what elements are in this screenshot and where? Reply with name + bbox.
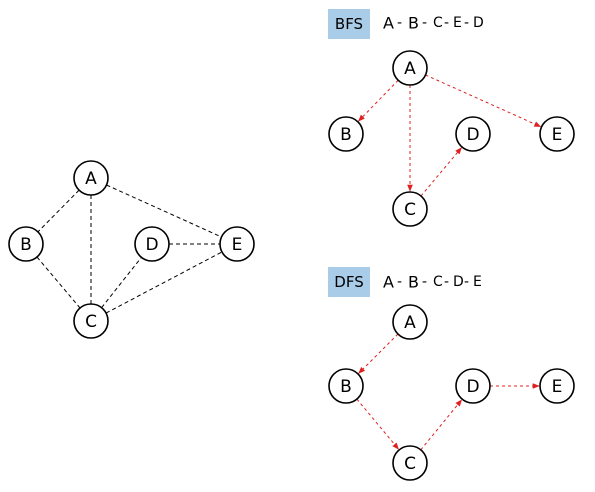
bfs-sequence-separator: - xyxy=(422,15,427,31)
graph-edges xyxy=(36,184,223,314)
dfs-node-e: E xyxy=(539,368,575,404)
graph-node-label: E xyxy=(232,235,243,255)
bfs-sequence-item: B xyxy=(408,14,419,33)
graph-edge-c-e xyxy=(105,251,223,314)
dfs-sequence-separator: - xyxy=(464,274,469,290)
graph-edge-c-d xyxy=(101,257,142,308)
dfs-sequence-separator: - xyxy=(397,274,402,290)
graph-node-label: A xyxy=(85,169,97,189)
graph-edge-a-e xyxy=(106,184,222,238)
dfs-node-label: D xyxy=(466,377,479,397)
dfs-sequence-separator: - xyxy=(444,274,449,290)
bfs-sequence-item: E xyxy=(453,15,462,31)
bfs-sequence-separator: - xyxy=(444,15,449,31)
dfs-node-label: A xyxy=(404,313,416,333)
graph-node-d: D xyxy=(134,226,170,262)
bfs-node-a: A xyxy=(392,50,428,86)
bfs-node-c: C xyxy=(392,191,428,227)
bfs-edge-a-b xyxy=(358,79,399,122)
graph-node-label: B xyxy=(20,235,32,255)
bfs-badge-label: BFS xyxy=(335,15,363,33)
dfs-edge-a-b xyxy=(358,333,399,374)
bfs-node-e: E xyxy=(539,116,575,152)
bfs-sequence-item: A xyxy=(383,14,394,33)
dfs-sequence-item: B xyxy=(408,273,419,292)
bfs-sequence: A-B-C-E-D xyxy=(383,14,484,33)
dfs-node-label: C xyxy=(404,454,416,474)
bfs-node-circle xyxy=(392,191,428,227)
graph-edge-b-c xyxy=(36,256,81,309)
dfs-sequence-separator: - xyxy=(422,274,427,290)
graph-node-circle xyxy=(134,226,170,262)
graph-node-circle xyxy=(8,226,44,262)
graph-node-circle xyxy=(73,303,109,339)
bfs-node-b: B xyxy=(328,116,364,152)
bfs-edge-a-e xyxy=(425,74,542,128)
dfs-edge-c-d xyxy=(420,399,463,451)
dfs-sequence-item: E xyxy=(473,274,482,290)
dfs-badge-label: DFS xyxy=(334,273,363,291)
bfs-node-label: D xyxy=(466,125,479,145)
graph-node-e: E xyxy=(219,226,255,262)
dfs-node-d: D xyxy=(455,368,491,404)
dfs-node-b: B xyxy=(328,368,364,404)
bfs-sequence-item: C xyxy=(433,15,443,31)
bfs-tree-nodes: A B C D E xyxy=(328,50,575,227)
bfs-node-label: A xyxy=(404,59,416,79)
dfs-sequence-item: C xyxy=(433,274,443,290)
dfs-badge xyxy=(328,267,370,297)
dfs-node-circle xyxy=(392,445,428,481)
dfs-sequence-item: A xyxy=(383,273,394,292)
bfs-node-circle xyxy=(539,116,575,152)
graph-node-label: C xyxy=(85,312,97,332)
dfs-tree-edges xyxy=(356,333,540,451)
dfs-node-circle xyxy=(328,368,364,404)
dfs-sequence: A-B-C-D-E xyxy=(383,273,482,292)
bfs-node-circle xyxy=(392,50,428,86)
dfs-node-circle xyxy=(392,304,428,340)
graph-node-c: C xyxy=(73,303,109,339)
dfs-sequence-item: D xyxy=(453,274,464,290)
bfs-node-label: E xyxy=(552,125,563,145)
dfs-node-label: E xyxy=(552,377,563,397)
graph-node-circle xyxy=(73,160,109,196)
dfs-node-c: C xyxy=(392,445,428,481)
bfs-sequence-separator: - xyxy=(397,15,402,31)
bfs-badge xyxy=(328,9,370,39)
graph-node-label: D xyxy=(145,235,158,255)
graph-node-circle xyxy=(219,226,255,262)
bfs-node-d: D xyxy=(455,116,491,152)
bfs-node-circle xyxy=(455,116,491,152)
dfs-node-circle xyxy=(455,368,491,404)
undirected-graph: A B C D E xyxy=(8,160,255,339)
dfs-node-a: A xyxy=(392,304,428,340)
graph-node-a: A xyxy=(73,160,109,196)
dfs-edge-b-c xyxy=(356,398,399,450)
graph-edge-a-b xyxy=(37,189,80,233)
bfs-node-label: B xyxy=(340,125,352,145)
graph-node-b: B xyxy=(8,226,44,262)
bfs-sequence-separator: - xyxy=(464,15,469,31)
dfs-node-circle xyxy=(539,368,575,404)
dfs-node-label: B xyxy=(340,377,352,397)
dfs-tree-nodes: A B C D E xyxy=(328,304,575,481)
bfs-sequence-item: D xyxy=(473,15,484,31)
bfs-node-circle xyxy=(328,116,364,152)
bfs-node-label: C xyxy=(404,200,416,220)
bfs-edge-c-d xyxy=(420,147,462,197)
graph-nodes: A B C D E xyxy=(8,160,255,339)
bfs-tree-edges xyxy=(358,74,542,197)
